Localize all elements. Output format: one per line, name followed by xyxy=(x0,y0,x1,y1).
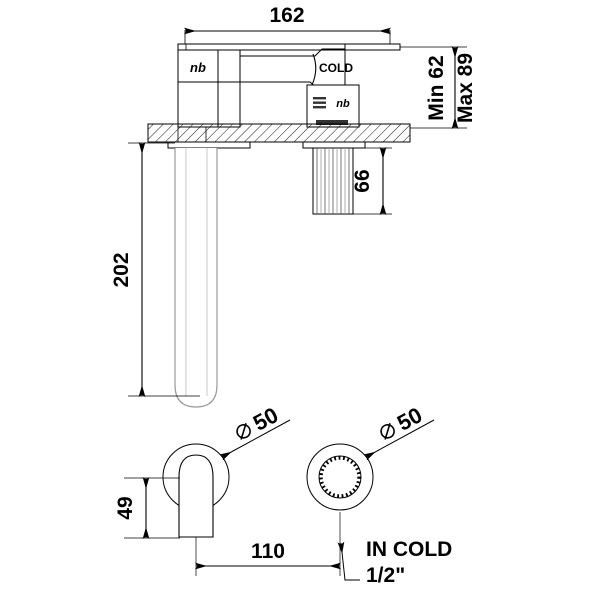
valve-body: nb xyxy=(306,44,360,128)
dimension-min62-label: Min 62 xyxy=(425,55,448,120)
dimension-66: 66 xyxy=(351,147,392,215)
dimension-110-label: 110 xyxy=(251,540,285,563)
spout-arm: nb COLD xyxy=(177,43,401,128)
brand-logo-spout-label: nb xyxy=(190,60,206,75)
dimension-diameter-50-right-label: 50 xyxy=(393,402,426,436)
brand-logo-valve-label: nb xyxy=(336,98,350,110)
wall-section xyxy=(147,123,411,143)
dimension-49-label: 49 xyxy=(114,496,137,519)
dimension-49: 49 xyxy=(114,477,180,539)
dimension-diameter-50-left-label: 50 xyxy=(249,402,282,436)
dimension-202-label: 202 xyxy=(110,252,133,287)
valve-cartridge-splined xyxy=(312,147,354,215)
dimension-110: 110 xyxy=(195,512,341,576)
brand-logo-spout-icon: nb xyxy=(190,60,206,75)
spline-ring-icon xyxy=(319,456,361,498)
valve-plate-markings-icon: nb xyxy=(313,97,350,125)
dimension-max89-label: Max 89 xyxy=(454,53,477,123)
inlet-callout: IN COLD 1/2" xyxy=(337,538,452,587)
dimension-diameter-50-left: 50 xyxy=(219,402,291,461)
dimension-162: 162 xyxy=(184,4,391,48)
plan-view-valve: 50 IN COLD 1/2" xyxy=(306,402,452,587)
wall-flanges xyxy=(167,141,366,149)
elevation-view: 162 nb COLD xyxy=(110,4,477,408)
inlet-size-label: 1/2" xyxy=(366,564,405,587)
plan-view-spout: 50 49 xyxy=(114,402,291,539)
dimension-min62-max89: Min 62 Max 89 xyxy=(400,46,477,129)
spout-riser-tube xyxy=(174,127,218,408)
dimension-202: 202 xyxy=(110,142,200,397)
dimension-162-label: 162 xyxy=(269,4,304,27)
inlet-label: IN COLD xyxy=(366,538,452,561)
dimension-diameter-50-right: 50 xyxy=(363,402,435,461)
cold-marking-label: COLD xyxy=(319,61,353,75)
dimension-66-label: 66 xyxy=(351,169,374,192)
